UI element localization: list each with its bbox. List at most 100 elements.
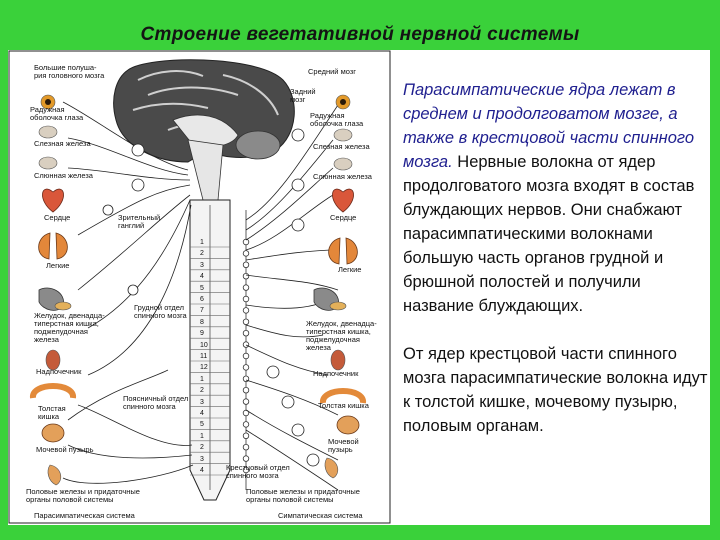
label-salivary-left: Слюнная железа (34, 171, 93, 180)
adrenal-right-icon (330, 349, 346, 371)
sympathetic-fibers (245, 104, 339, 491)
label-colon-left: Толстая кишка (38, 404, 66, 421)
label-iris-left: Радужная оболочка глаза (30, 105, 84, 122)
label-lumbar: Поясничный отдел спинного мозга (123, 394, 189, 411)
paragraph-vagus: Нервные волокна от ядер продолговатого м… (403, 153, 695, 315)
label-salivary-right: Слюнная железа (313, 172, 372, 181)
colon-right-icon (320, 388, 366, 404)
salivary-gland-icon (38, 156, 58, 170)
heart-right-icon (332, 188, 354, 213)
sympathetic-trunk (242, 210, 250, 490)
parasympathetic-fibers (62, 101, 194, 484)
trunk-ganglion (242, 466, 250, 474)
trunk-ganglion (242, 398, 250, 405)
segment-label: 10 (200, 341, 208, 349)
adrenal-icon (45, 349, 61, 371)
trunk-ganglion (242, 238, 250, 246)
segment-label: 12 (200, 364, 208, 372)
brain-icon (113, 59, 295, 201)
trunk-ganglion (242, 432, 250, 439)
segment-label: 6 (200, 296, 204, 303)
trunk-ganglion (242, 352, 250, 360)
trunk-ganglion (242, 421, 250, 428)
trunk-ganglion (242, 387, 250, 394)
trunk-ganglion (242, 261, 250, 268)
segment-label: 2 (200, 387, 204, 395)
label-medulla: Задний мозг (290, 87, 316, 104)
colon-icon (30, 383, 76, 399)
label-bladder-right: Мочевой пузырь (328, 437, 359, 454)
genitals-right-icon (324, 457, 339, 479)
segment-label: 4 (200, 467, 204, 474)
salivary-gland-right-icon (333, 157, 353, 171)
trunk-ganglion (242, 250, 250, 257)
trunk-ganglion (242, 272, 250, 280)
segment-label: 3 (200, 261, 204, 269)
label-genitals-left: Половые железы и придаточные органы поло… (26, 487, 140, 504)
label-midbrain: Средний мозг (308, 67, 356, 76)
segment-label: 7 (200, 307, 204, 315)
label-heart-left: Сердце (44, 213, 71, 222)
label-colon-right: Толстая кишка (318, 401, 369, 410)
label-lungs-left: Легкие (46, 261, 70, 270)
paragraph-cranial-sacral: Парасимпатические ядра лежат в среднем и… (403, 78, 708, 318)
label-parasympathetic-system: Парасимпатическая система (34, 511, 135, 520)
eye-icon (40, 94, 56, 110)
label-stomach-left: Желудок, двенадца- типерстная кишка, под… (34, 311, 105, 344)
stomach-right-icon (313, 287, 347, 311)
label-sacral: Крестцовый отдел спинного мозга (226, 463, 290, 480)
slide-title: Строение вегетативной нервной системы (140, 24, 580, 45)
paragraph-italic-lead: Парасимпатические ядра лежат в среднем и… (403, 81, 695, 171)
trunk-ganglion (242, 295, 250, 303)
segment-label: 8 (200, 318, 204, 326)
label-bladder-left: Мочевой пузырь (36, 445, 94, 454)
lungs-icon (38, 232, 68, 260)
stomach-icon (38, 287, 72, 311)
segment-label: 5 (200, 421, 204, 429)
diagram-drawing (8, 50, 391, 524)
segment-label: 1 (200, 239, 204, 246)
label-brain-hemispheres: Большие полуша- рия головного мозга (34, 63, 105, 80)
label-ganglion: Зрительный ганглий (118, 213, 161, 230)
paragraph-sacral: От ядер крестцовой части спинного мозга … (403, 345, 708, 435)
bladder-right-icon (336, 415, 360, 435)
trunk-ganglion (242, 341, 250, 348)
lacrimal-gland-right-icon (333, 128, 353, 142)
segment-label: 2 (200, 444, 204, 452)
lungs-right-icon (328, 237, 358, 265)
segment-label: 2 (200, 250, 204, 258)
label-stomach-right: Желудок, двенадца- типерстная кишка, под… (306, 319, 377, 352)
ganglion-nodes (102, 128, 320, 467)
trunk-ganglion (242, 444, 250, 451)
segment-label: 11 (200, 353, 208, 360)
trunk-ganglion (242, 284, 250, 291)
label-lacrimal-right: Слезная железа (313, 142, 370, 151)
label-sympathetic-system: Симпатическая система (278, 511, 363, 520)
trunk-ganglion (242, 318, 250, 325)
genitals-icon (47, 464, 62, 486)
label-lacrimal-left: Слезная железа (34, 139, 91, 148)
label-iris-right: Радужная оболочка глаза (310, 111, 364, 128)
segment-label: 3 (200, 398, 204, 406)
segment-label: 3 (200, 455, 204, 463)
segment-label: 5 (200, 284, 204, 292)
explanation-text: Парасимпатические ядра лежат в среднем и… (403, 78, 708, 438)
segment-dividers (190, 246, 230, 476)
segment-label: 1 (200, 375, 204, 383)
trunk-ganglion (242, 364, 250, 371)
segment-label: 9 (200, 330, 204, 338)
label-lungs-right: Легкие (338, 265, 362, 274)
eye-right-icon (335, 94, 351, 110)
trunk-ganglion (242, 330, 250, 337)
bladder-icon (41, 423, 65, 443)
heart-icon (42, 188, 64, 213)
label-adrenal-right: Надпочечник (313, 369, 359, 378)
label-genitals-right: Половые железы и придаточные органы поло… (246, 487, 360, 504)
trunk-ganglion (242, 307, 250, 314)
spinal-cord (189, 199, 231, 501)
segment-label: 4 (200, 410, 204, 417)
segment-label: 1 (200, 432, 204, 440)
label-thoracic: Грудной отдел спинного мозга (134, 303, 187, 320)
